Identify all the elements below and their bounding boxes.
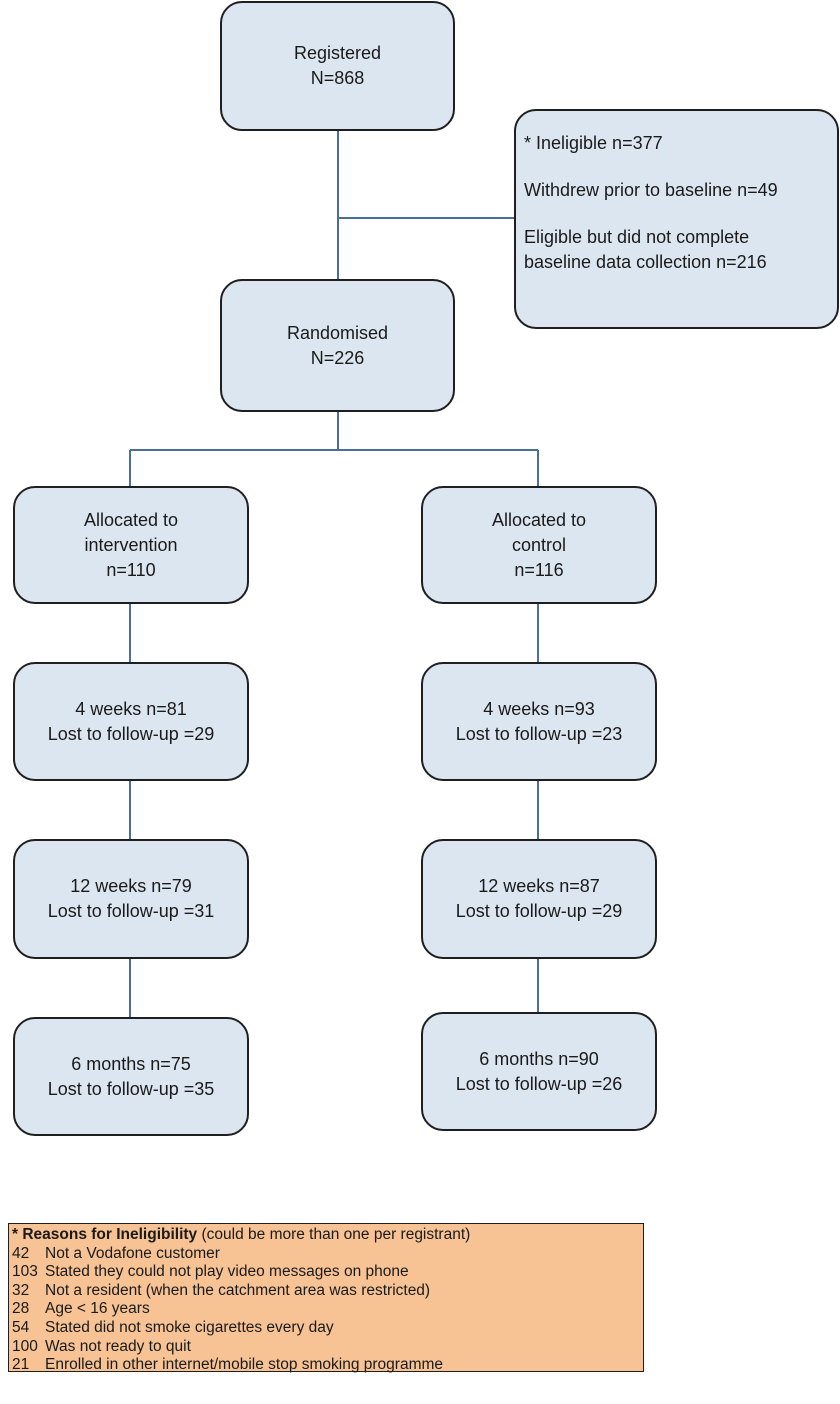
control-alloc-line2: control [511, 534, 567, 555]
registered-count: N=868 [310, 68, 365, 88]
exclusions-box: * Ineligible n=377 Withdrew prior to bas… [514, 109, 839, 329]
reason-row: 32 Not a resident (when the catchment are… [12, 1282, 643, 1301]
intervention-4w-lost: Lost to follow-up =29 [47, 723, 215, 744]
intervention-6m-count: 6 months n=75 [71, 1053, 191, 1074]
reason-text: Age < 16 years [45, 1300, 150, 1318]
intervention-12w-count: 12 weeks n=79 [70, 876, 192, 896]
intervention-4w-count: 4 weeks n=81 [75, 698, 187, 719]
intervention-6m-lost: Lost to follow-up =35 [47, 1078, 215, 1099]
reason-text: Not a Vodafone customer [45, 1244, 220, 1262]
control-6-months-box: 6 months n=90 Lost to follow-up =26 [421, 1012, 657, 1131]
withdrew-count: Withdrew prior to baseline n=49 [524, 180, 778, 200]
reasons-title: * Reasons for Ineligibility [12, 1226, 198, 1243]
registered-label: Registered [293, 43, 382, 63]
intervention-12w-lost: Lost to follow-up =31 [47, 901, 215, 921]
control-alloc-line1: Allocated to [491, 509, 587, 530]
reasons-note: (could be more than one per registrant) [197, 1226, 471, 1243]
intervention-allocated-box: Allocated to intervention n=110 [13, 486, 249, 604]
control-4-weeks-box: 4 weeks n=93 Lost to follow-up =23 [421, 662, 657, 781]
registered-box: Registered N=868 [220, 1, 455, 131]
control-4w-count: 4 weeks n=93 [483, 698, 595, 719]
reason-count: 100 [12, 1337, 38, 1355]
control-6m-count: 6 months n=90 [479, 1048, 599, 1069]
reason-text: Enrolled in other internet/mobile stop s… [45, 1356, 444, 1374]
ineligible-count: * Ineligible n=377 [524, 133, 663, 153]
reason-count: 28 [12, 1300, 30, 1318]
intervention-alloc-line1: Allocated to [83, 509, 179, 530]
reason-text: Stated did not smoke cigarettes every da… [45, 1318, 334, 1336]
randomised-box: Randomised N=226 [220, 279, 455, 412]
reason-text: Stated they could not play video message… [45, 1263, 409, 1281]
control-4w-lost: Lost to follow-up =23 [455, 723, 623, 744]
reason-row: 54 Stated did not smoke cigarettes every … [12, 1319, 643, 1338]
control-6m-lost: Lost to follow-up =26 [455, 1073, 623, 1094]
reason-count: 32 [12, 1281, 30, 1299]
reason-count: 21 [12, 1356, 30, 1374]
randomised-label: Randomised [286, 322, 389, 343]
reason-text: Not a resident (when the catchment area … [45, 1281, 431, 1299]
reason-count: 54 [12, 1318, 30, 1336]
reason-row: 103 Stated they could not play video mess… [12, 1263, 643, 1282]
intervention-4-weeks-box: 4 weeks n=81 Lost to follow-up =29 [13, 662, 249, 781]
incomplete-line-2: baseline data collection n=216 [524, 252, 767, 272]
reason-row: 28 Age < 16 years [12, 1300, 643, 1319]
reason-row: 100 Was not ready to quit [12, 1338, 643, 1357]
intervention-alloc-count: n=110 [106, 559, 156, 580]
reason-row: 21 Enrolled in other internet/mobile stop… [12, 1356, 643, 1375]
incomplete-line-1: Eligible but did not complete [524, 227, 750, 247]
reason-text: Was not ready to quit [45, 1337, 191, 1355]
randomised-count: N=226 [310, 347, 365, 368]
control-alloc-count: n=116 [514, 559, 564, 580]
reason-row: 42 Not a Vodafone customer [12, 1245, 643, 1264]
reasons-heading: * Reasons for Ineligibility (could be mo… [12, 1226, 643, 1245]
intervention-alloc-line2: intervention [84, 534, 178, 555]
reason-count: 42 [12, 1244, 30, 1262]
control-12w-count: 12 weeks n=87 [478, 876, 600, 896]
ineligibility-reasons-box: * Reasons for Ineligibility (could be mo… [8, 1223, 644, 1375]
control-12w-lost: Lost to follow-up =29 [455, 901, 623, 921]
intervention-12-weeks-box: 12 weeks n=79 Lost to follow-up =31 [13, 839, 249, 959]
control-12-weeks-box: 12 weeks n=87 Lost to follow-up =29 [421, 839, 657, 959]
intervention-6-months-box: 6 months n=75 Lost to follow-up =35 [13, 1017, 249, 1136]
reason-count: 103 [12, 1263, 38, 1281]
control-allocated-box: Allocated to control n=116 [421, 486, 657, 604]
